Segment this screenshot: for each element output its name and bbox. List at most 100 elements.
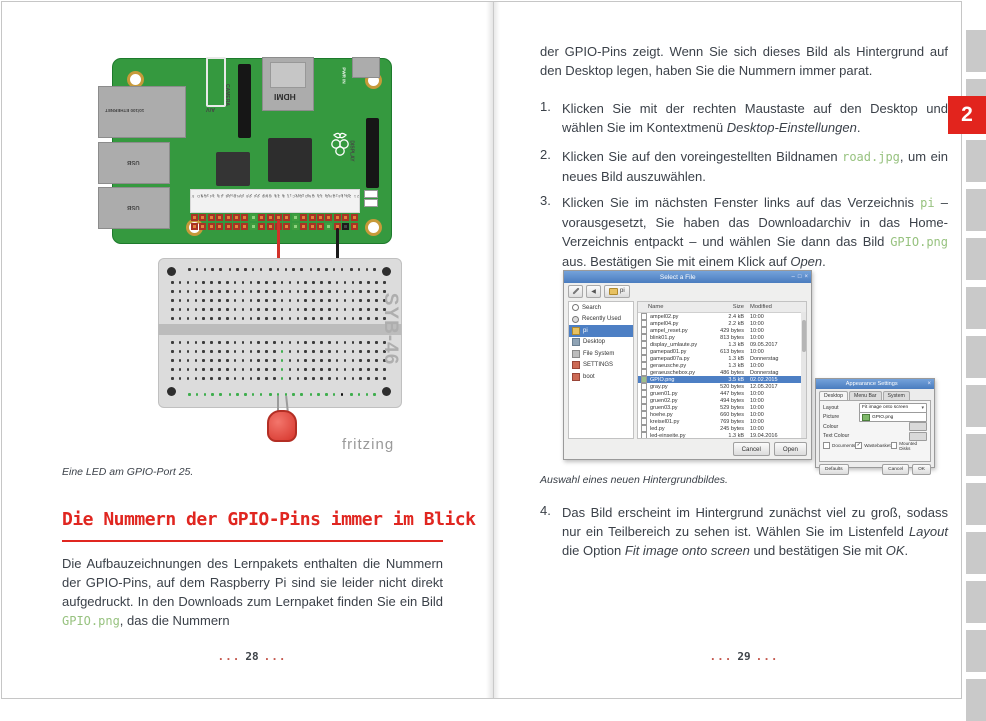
edge-tab — [966, 30, 986, 72]
list-item: 2. Klicken Sie auf den voreingestellten … — [540, 147, 948, 186]
place-item-recently-used[interactable]: Recently Used — [569, 314, 633, 326]
tab-menu-bar[interactable]: Menu Bar — [849, 391, 882, 400]
place-item-boot[interactable]: boot — [569, 371, 633, 383]
column-header-size[interactable]: Size — [732, 304, 744, 310]
table-cell: display_umlaute.py — [650, 341, 698, 348]
type-filename-button[interactable] — [568, 284, 583, 298]
scrollbar-thumb[interactable] — [801, 320, 806, 352]
file-icon — [641, 355, 647, 362]
checkbox-label: Wastebasket — [864, 443, 891, 449]
body-paragraph-left: Die Aufbauzeichnungen des Lernpakets ent… — [62, 556, 443, 628]
checked-checkbox-icon[interactable]: ✓ — [855, 442, 863, 450]
table-cell: 520 bytes — [720, 383, 744, 390]
table-cell: blink01.py — [650, 334, 675, 341]
scrollbar[interactable] — [801, 312, 806, 438]
checkbox-label: Mounted Disks — [899, 440, 918, 451]
table-cell: 10:00 — [750, 418, 764, 425]
path-chip-pi[interactable]: pi — [604, 284, 630, 298]
gpio-pin — [308, 214, 316, 221]
raspberry-logo-icon — [331, 132, 349, 156]
edge-tab — [966, 189, 986, 231]
breadboard-hole — [382, 267, 391, 276]
layout-dropdown[interactable]: Fit image onto screen ▾ — [859, 402, 927, 413]
close-icon[interactable]: × — [804, 274, 808, 280]
unchecked-checkbox-icon[interactable] — [823, 442, 830, 450]
checkbox-documents[interactable]: Documents — [823, 442, 855, 450]
defaults-button[interactable]: Defaults — [819, 464, 849, 475]
footer-dots: ... — [263, 650, 287, 663]
gpio-pin — [233, 223, 240, 230]
minimize-icon[interactable]: – — [791, 274, 795, 280]
checkbox-mounted-disks[interactable]: Mounted Disks — [890, 440, 927, 451]
footer-dots: ... — [709, 650, 733, 663]
drive-icon — [572, 349, 580, 358]
column-header-name[interactable]: Name — [648, 304, 664, 310]
checkbox-wastebasket[interactable]: ✓Wastebasket — [855, 442, 891, 450]
gpio-pin — [300, 214, 308, 221]
cancel-button[interactable]: Cancel — [882, 464, 910, 475]
picture-button[interactable]: GPIO.png — [859, 412, 927, 423]
ok-button[interactable]: OK — [912, 464, 931, 475]
colour-swatch-button[interactable] — [909, 422, 927, 432]
page-number: 28 — [245, 650, 259, 663]
column-header-modified[interactable]: Modified — [750, 304, 772, 310]
footer-dots: ... — [755, 650, 779, 663]
place-label: Recently Used — [582, 316, 622, 323]
file-icon — [641, 418, 647, 425]
place-item-settings[interactable]: SETTINGS — [569, 360, 633, 372]
gpio-pin — [191, 214, 198, 221]
text-colour-swatch-button[interactable] — [909, 431, 927, 441]
open-button[interactable]: Open — [773, 442, 807, 456]
file-icon — [641, 425, 647, 432]
list-text: Das Bild erscheint im Hintergrund zunäch… — [562, 505, 948, 558]
table-cell: 2.4 kB — [728, 313, 744, 320]
colour-label: Colour — [823, 423, 839, 430]
tab-desktop[interactable]: Desktop — [819, 391, 849, 400]
gpio-pin — [258, 223, 266, 230]
path-back-button[interactable]: ◀ — [586, 284, 601, 298]
place-label: Search — [582, 304, 602, 311]
gpio-pin — [224, 214, 232, 221]
place-item-desktop[interactable]: Desktop — [569, 337, 633, 349]
tab-system[interactable]: System — [882, 391, 910, 400]
table-cell: 10:00 — [750, 320, 764, 327]
folder-icon — [572, 326, 580, 335]
cancel-button[interactable]: Cancel — [732, 442, 770, 456]
maximize-icon[interactable]: □ — [797, 274, 802, 280]
place-item-search[interactable]: Search — [569, 302, 633, 314]
fritzing-logo: fritzing — [342, 436, 395, 453]
gpio-label-strip: GND 26 19 13 6 5 DNC 11 9 10 3V3 22 27 1… — [190, 189, 360, 213]
gpio-pin — [207, 223, 215, 230]
appearance-panel: Layout Fit image onto screen ▾ Picture G… — [819, 400, 931, 462]
soc-chip — [268, 138, 312, 182]
table-cell: ampel_reset.py — [650, 327, 688, 334]
place-item-pi[interactable]: pi — [569, 325, 633, 337]
table-cell: kreisel01.py — [650, 418, 680, 425]
place-item-file-system[interactable]: File System — [569, 348, 633, 360]
place-label: File System — [583, 350, 615, 357]
unchecked-checkbox-icon[interactable] — [890, 442, 898, 450]
file-dialog-titlebar[interactable]: Select a File – □ × — [564, 271, 811, 283]
usb-label: USB — [127, 159, 140, 165]
appearance-titlebar[interactable]: Appearance Settings × — [816, 379, 934, 389]
close-icon[interactable]: × — [927, 381, 931, 387]
file-list-header[interactable]: Name Size Modified — [638, 302, 806, 313]
